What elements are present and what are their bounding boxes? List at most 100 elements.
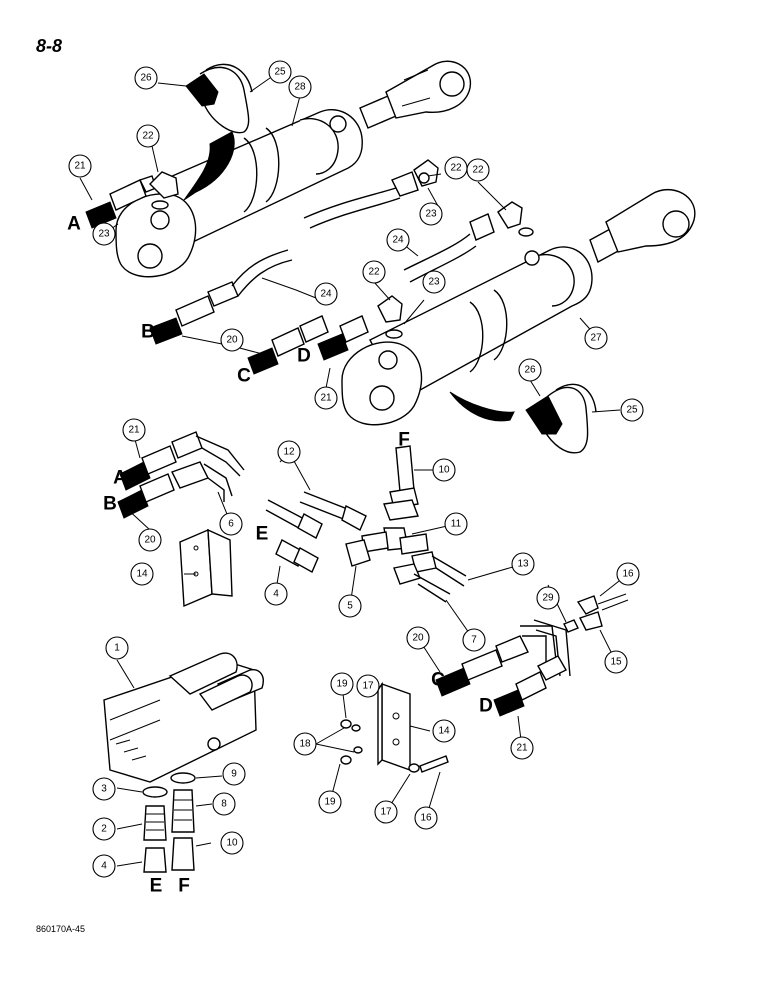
callout-21-a: 21 <box>68 154 92 178</box>
upper-fittings <box>85 159 534 375</box>
callout-17-b: 17 <box>374 800 398 824</box>
svg-text:21: 21 <box>74 161 86 172</box>
svg-text:24: 24 <box>392 235 404 246</box>
svg-text:6: 6 <box>228 519 234 530</box>
callout-19-b: 19 <box>318 790 342 814</box>
callout-10-a: 10 <box>432 458 456 482</box>
svg-text:27: 27 <box>590 333 602 344</box>
letter-c-top: C <box>237 366 251 387</box>
svg-text:18: 18 <box>299 739 311 750</box>
callout-24-b: 24 <box>314 282 338 306</box>
svg-text:26: 26 <box>524 365 536 376</box>
letter-b-top: B <box>141 322 155 343</box>
svg-text:11: 11 <box>451 519 462 530</box>
callout-29: 29 <box>536 586 560 610</box>
callout-8: 8 <box>212 792 236 816</box>
svg-text:19: 19 <box>324 797 336 808</box>
svg-text:22: 22 <box>472 165 484 176</box>
svg-text:5: 5 <box>347 601 353 612</box>
callout-10-b: 10 <box>220 831 244 855</box>
svg-text:9: 9 <box>231 769 237 780</box>
callout-28: 28 <box>288 75 312 99</box>
svg-text:8: 8 <box>221 799 227 810</box>
letter-a-top: A <box>67 214 81 235</box>
svg-text:14: 14 <box>136 569 148 580</box>
svg-text:21: 21 <box>320 393 332 404</box>
svg-text:22: 22 <box>450 163 462 174</box>
callout-1: 1 <box>105 636 129 660</box>
callout-23-b: 23 <box>419 202 443 226</box>
middle-fittings <box>117 431 629 717</box>
callout-25-b: 25 <box>620 398 644 422</box>
callout-16-b: 16 <box>414 806 438 830</box>
svg-text:28: 28 <box>294 82 306 93</box>
clamp-lower <box>449 383 597 454</box>
svg-text:24: 24 <box>320 289 332 300</box>
svg-text:25: 25 <box>274 67 286 78</box>
callout-14-a: 14 <box>130 562 154 586</box>
svg-text:23: 23 <box>428 277 440 288</box>
callout-18: 18 <box>293 732 317 756</box>
svg-text:23: 23 <box>425 209 437 220</box>
letter-b-mid: B <box>103 494 117 515</box>
callout-11: 11 <box>444 512 468 536</box>
callout-27: 27 <box>584 326 608 350</box>
letter-e-mid: E <box>256 524 269 545</box>
svg-text:16: 16 <box>622 569 634 580</box>
letter-c-low: C <box>431 670 445 691</box>
svg-text:2: 2 <box>101 824 107 835</box>
letter-f-low: F <box>178 876 190 897</box>
svg-text:7: 7 <box>471 635 477 646</box>
callout-23-c: 23 <box>422 270 446 294</box>
svg-text:20: 20 <box>226 335 238 346</box>
upper-cylinder <box>115 60 472 278</box>
control-valve <box>103 652 449 873</box>
callout-21-d: 21 <box>510 736 534 760</box>
callout-25: 25 <box>268 60 292 84</box>
page-number: 8-8 <box>36 36 63 56</box>
svg-text:17: 17 <box>362 681 374 692</box>
svg-text:3: 3 <box>101 784 107 795</box>
svg-text:13: 13 <box>517 559 529 570</box>
callout-14-b: 14 <box>432 719 456 743</box>
svg-text:23: 23 <box>98 229 110 240</box>
svg-text:20: 20 <box>412 633 424 644</box>
callout-15: 15 <box>604 650 628 674</box>
letter-f-mid: F <box>398 430 410 451</box>
callout-22-d: 22 <box>362 260 386 284</box>
callout-19-a: 19 <box>330 672 354 696</box>
svg-text:21: 21 <box>128 425 140 436</box>
callout-16-a: 16 <box>616 562 640 586</box>
svg-text:25: 25 <box>626 405 638 416</box>
callout-5: 5 <box>338 594 362 618</box>
callout-21-c: 21 <box>122 418 146 442</box>
svg-text:16: 16 <box>420 813 432 824</box>
callout-24-a: 24 <box>386 228 410 252</box>
svg-text:19: 19 <box>336 679 348 690</box>
letter-e-low: E <box>150 876 163 897</box>
callout-26: 26 <box>134 66 158 90</box>
callout-4-a: 4 <box>264 582 288 606</box>
svg-text:4: 4 <box>101 861 107 872</box>
svg-text:21: 21 <box>516 743 528 754</box>
callout-13: 13 <box>511 552 535 576</box>
svg-text:4: 4 <box>273 589 279 600</box>
callout-9: 9 <box>222 762 246 786</box>
callout-26-b: 26 <box>518 358 542 382</box>
callout-17-a: 17 <box>356 674 380 698</box>
svg-text:26: 26 <box>140 73 152 84</box>
callout-20-c: 20 <box>406 626 430 650</box>
hose-letters: A B C D A B E F C D E F <box>67 214 493 897</box>
callout-2: 2 <box>92 817 116 841</box>
callout-20-a: 20 <box>220 328 244 352</box>
callout-7: 7 <box>462 628 486 652</box>
svg-text:17: 17 <box>380 807 392 818</box>
svg-text:14: 14 <box>438 726 450 737</box>
svg-text:22: 22 <box>142 131 154 142</box>
callout-20-b: 20 <box>138 528 162 552</box>
svg-text:29: 29 <box>542 593 554 604</box>
svg-text:12: 12 <box>283 447 295 458</box>
letter-d-top: D <box>297 346 311 367</box>
callouts: 26 25 28 22 21 23 22 22 23 24 24 22 23 2… <box>68 60 644 878</box>
svg-text:10: 10 <box>438 465 450 476</box>
